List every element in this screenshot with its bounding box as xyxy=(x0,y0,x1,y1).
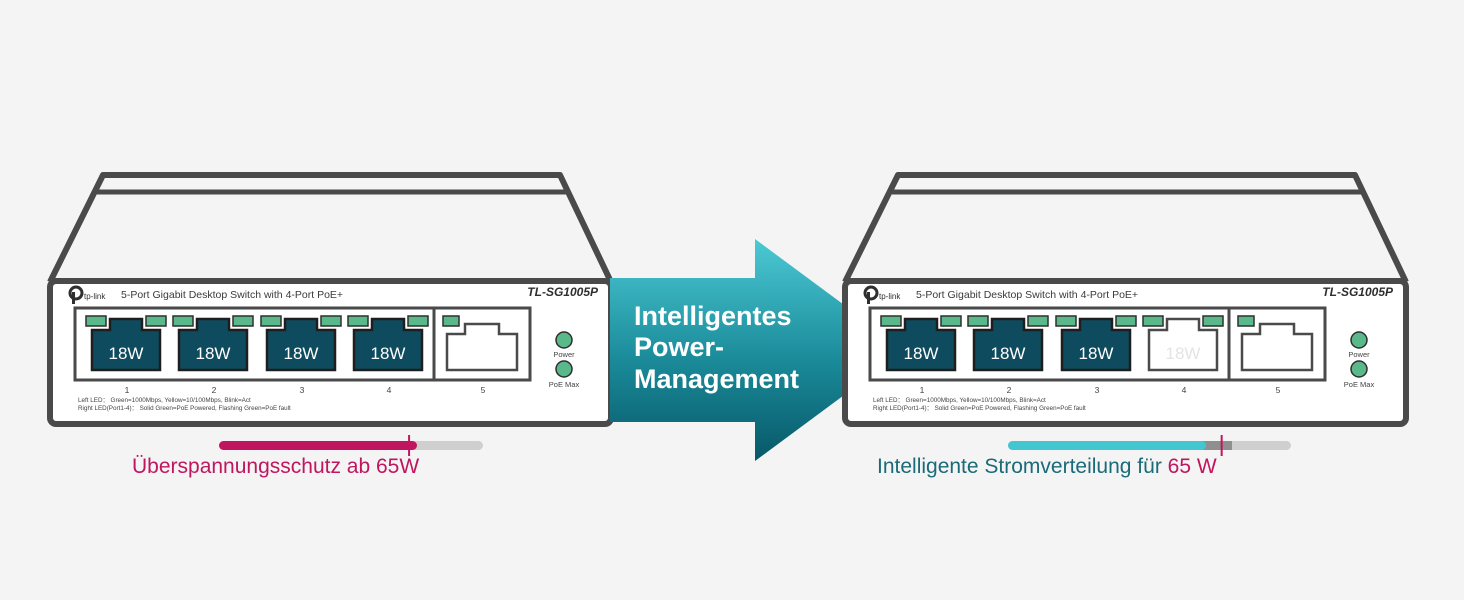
tp-link-logo: tp-link xyxy=(863,285,901,304)
meter-fill xyxy=(1008,441,1207,450)
port-bay-uplink xyxy=(1227,306,1327,382)
link-led xyxy=(1142,315,1164,327)
link-led xyxy=(1055,315,1077,327)
switch-right: tp-link 5-Port Gigabit Desktop Switch wi… xyxy=(842,172,1409,427)
poe-port-1[interactable]: 18W xyxy=(85,315,167,372)
port-number-2: 2 xyxy=(1007,385,1012,395)
arrow-shape xyxy=(610,239,905,461)
poe-max-led-label: PoE Max xyxy=(1344,380,1375,389)
led-legend-line2: Right LED(Port1-4)： Solid Green=PoE Powe… xyxy=(78,405,291,412)
poe-led xyxy=(407,315,429,327)
rj45-socket xyxy=(177,317,249,372)
poe-port-4[interactable]: 18W xyxy=(1142,315,1224,372)
brand-label: tp-link xyxy=(84,292,106,301)
poe-port-1[interactable]: 18W xyxy=(880,315,962,372)
port-power-label: 18W xyxy=(904,344,939,363)
rj45-socket xyxy=(1060,317,1132,372)
poe-led xyxy=(1027,315,1049,327)
poe-led xyxy=(320,315,342,327)
port-power-label: 18W xyxy=(1166,344,1201,363)
led-legend-line1: Left LED： Green=1000Mbps, Yellow=10/100M… xyxy=(78,397,251,404)
port-number-3: 3 xyxy=(300,385,305,395)
model-name: TL-SG1005P xyxy=(527,285,599,299)
arrow-text-line2: Power- xyxy=(634,332,724,362)
rj45-socket xyxy=(885,317,957,372)
poe-port-2[interactable]: 18W xyxy=(967,315,1049,372)
link-led xyxy=(85,315,107,327)
uplink-rj45-socket xyxy=(1240,322,1314,372)
brand-label: tp-link xyxy=(879,292,901,301)
switch-top-lid xyxy=(47,172,614,284)
link-led xyxy=(172,315,194,327)
port-number-4: 4 xyxy=(387,385,392,395)
port-number-1: 1 xyxy=(125,385,130,395)
power-led-label: Power xyxy=(553,350,575,359)
power-meter-left xyxy=(219,435,483,456)
port-power-label: 18W xyxy=(371,344,406,363)
poe-led xyxy=(940,315,962,327)
led-legend-line1: Left LED： Green=1000Mbps, Yellow=10/100M… xyxy=(873,397,1046,404)
power-led xyxy=(555,331,573,349)
port-bay-uplink xyxy=(432,306,532,382)
poe-led xyxy=(232,315,254,327)
uplink-link-led xyxy=(442,315,460,327)
poe-port-3[interactable]: 18W xyxy=(1055,315,1137,372)
rj45-socket xyxy=(90,317,162,372)
poe-max-led xyxy=(1350,360,1368,378)
product-description: 5-Port Gigabit Desktop Switch with 4-Por… xyxy=(916,289,1138,301)
rj45-socket xyxy=(265,317,337,372)
switch-top-lid xyxy=(842,172,1409,284)
port-number-2: 2 xyxy=(212,385,217,395)
poe-led xyxy=(1202,315,1224,327)
arrow-intelligent-power-management: Intelligentes Power- Management xyxy=(610,239,905,461)
port-number-5: 5 xyxy=(1276,385,1281,395)
poe-max-led-label: PoE Max xyxy=(549,380,580,389)
link-led xyxy=(967,315,989,327)
link-led xyxy=(347,315,369,327)
power-meter-right xyxy=(1008,435,1291,456)
uplink-rj45-socket xyxy=(445,322,519,372)
port-uplink[interactable] xyxy=(1237,315,1314,372)
rj45-socket xyxy=(972,317,1044,372)
port-power-label: 18W xyxy=(284,344,319,363)
port-number-5: 5 xyxy=(481,385,486,395)
caption-right-prefix: Intelligente Stromverteilung für xyxy=(877,455,1168,478)
link-led xyxy=(880,315,902,327)
poe-ports: 18W 18W 18W 18W xyxy=(85,315,429,372)
poe-max-led xyxy=(555,360,573,378)
poe-led xyxy=(1115,315,1137,327)
port-power-label: 18W xyxy=(991,344,1026,363)
port-number-1: 1 xyxy=(920,385,925,395)
arrow-text-line3: Management xyxy=(634,364,799,394)
rj45-socket xyxy=(352,317,424,372)
caption-surge-protection: Überspannungsschutz ab 65W xyxy=(132,455,420,478)
link-led xyxy=(260,315,282,327)
port-power-label: 18W xyxy=(1079,344,1114,363)
port-power-label: 18W xyxy=(109,344,144,363)
rj45-socket xyxy=(1147,317,1219,372)
led-legend-line2: Right LED(Port1-4)： Solid Green=PoE Powe… xyxy=(873,405,1086,412)
arrow-text-line1: Intelligentes xyxy=(634,301,792,331)
poe-port-3[interactable]: 18W xyxy=(260,315,342,372)
power-led xyxy=(1350,331,1368,349)
poe-port-4[interactable]: 18W xyxy=(347,315,429,372)
poe-port-2[interactable]: 18W xyxy=(172,315,254,372)
switch-left: tp-link 5-Port Gigabit Desktop Switch wi… xyxy=(47,172,614,427)
uplink-link-led xyxy=(1237,315,1255,327)
port-number-3: 3 xyxy=(1095,385,1100,395)
power-led-label: Power xyxy=(1348,350,1370,359)
caption-right-value: 65 W xyxy=(1167,455,1217,478)
port-power-label: 18W xyxy=(196,344,231,363)
meter-fill xyxy=(219,441,417,450)
poe-ports: 18W 18W 18W 18W xyxy=(880,315,1224,372)
poe-led xyxy=(145,315,167,327)
model-name: TL-SG1005P xyxy=(1322,285,1394,299)
caption-intelligent-distribution: Intelligente Stromverteilung für 65 W xyxy=(877,455,1217,479)
port-uplink[interactable] xyxy=(442,315,519,372)
port-number-4: 4 xyxy=(1182,385,1187,395)
product-description: 5-Port Gigabit Desktop Switch with 4-Por… xyxy=(121,289,343,301)
tp-link-logo: tp-link xyxy=(68,285,106,304)
